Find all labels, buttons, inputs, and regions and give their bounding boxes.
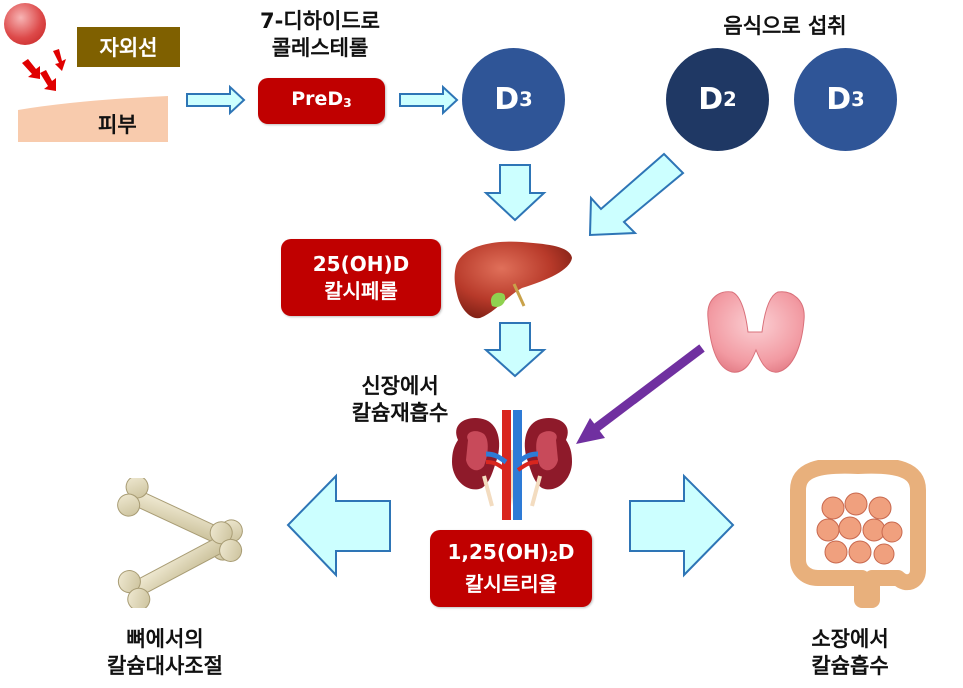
dehydrocholesterol-line1: 7-디하이드로: [260, 9, 380, 33]
bone-label: 뼈에서의 칼슘대사조절: [90, 626, 240, 680]
dehydrocholesterol-line2: 콜레스테롤: [271, 36, 369, 60]
bone-label-line2: 칼슘대사조절: [107, 654, 223, 678]
calcitriol-line1-post: D: [557, 540, 575, 565]
d3-food-sub: 3: [851, 88, 865, 111]
intestine-label: 소장에서 칼슘흡수: [790, 626, 910, 680]
skin-label: 피부: [98, 113, 137, 137]
intestine-icon: [790, 460, 926, 608]
calcifediol-box: 25(OH)D 칼시페롤: [281, 239, 441, 316]
d2-food-sub: 2: [723, 88, 737, 111]
skin-shape: [18, 96, 168, 142]
kidney-label: 신장에서 칼슘재흡수: [330, 373, 470, 427]
food-intake-label: 음식으로 섭취: [723, 14, 847, 38]
arrow-d3-to-liver: [483, 164, 547, 222]
arrow-thyroid-to-kidney-head: [576, 418, 605, 444]
calcitriol-line2: 칼시트리올: [465, 571, 557, 596]
kidney-icon: [452, 410, 572, 520]
d3-food-base: D: [826, 82, 852, 117]
pred3-sub: 3: [343, 95, 352, 110]
calcitriol-line1-sub: 2: [548, 549, 558, 565]
uv-label-box: 자외선: [77, 27, 180, 67]
arrow-thyroid-to-kidney: [589, 344, 705, 435]
calcifediol-line2: 칼시페롤: [324, 278, 398, 303]
kidney-label-line1: 신장에서: [361, 374, 439, 398]
pred3-base: PreD: [291, 87, 344, 110]
dehydrocholesterol-label: 7-디하이드로 콜레스테롤: [240, 8, 400, 62]
uv-ray-arrows: [22, 49, 66, 91]
intestine-label-line1: 소장에서: [811, 627, 889, 651]
intestine-label-line2: 칼슘흡수: [811, 654, 889, 678]
thyroid-icon: [707, 291, 805, 373]
d3-circle-base: D: [494, 82, 520, 117]
d2-food-base: D: [698, 82, 724, 117]
arrow-food-to-liver: [588, 152, 685, 237]
calcifediol-line1: 25(OH)D: [312, 251, 410, 276]
arrow-kidney-to-bone: [286, 473, 391, 578]
kidney-label-line2: 칼슘재흡수: [351, 401, 449, 425]
arrow-kidney-to-intestine: [629, 473, 735, 578]
bone-label-line1: 뼈에서의: [126, 627, 204, 651]
arrow-skin-to-pred3: [186, 84, 246, 116]
uv-label: 자외선: [99, 36, 158, 60]
d3-circle-sub: 3: [519, 88, 533, 111]
arrow-pred3-to-d3: [399, 84, 459, 116]
calcitriol-box: 1,25(OH)2D 칼시트리올: [430, 530, 592, 607]
sun-icon: [4, 3, 46, 45]
pred3-box: PreD3: [258, 78, 385, 124]
arrow-liver-to-kidney: [483, 322, 547, 378]
calcitriol-line1-pre: 1,25(OH): [447, 540, 549, 565]
liver-icon: [454, 241, 572, 319]
bone-icon: [117, 478, 243, 608]
